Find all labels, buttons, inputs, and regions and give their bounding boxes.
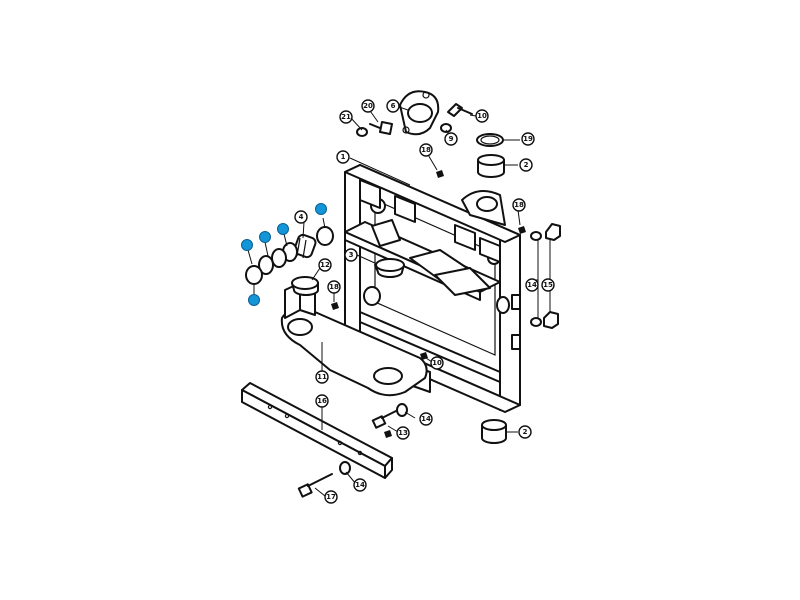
callout-10[interactable]: 10 [475, 109, 489, 123]
callout-label: 21 [341, 113, 351, 121]
highlight-marker[interactable] [248, 294, 260, 306]
callout-3[interactable]: 3 [344, 248, 358, 262]
highlight-markers [241, 203, 327, 306]
bushing-bottom [481, 419, 507, 444]
callout-16[interactable]: 16 [315, 394, 329, 408]
callout-label: 18 [421, 146, 431, 154]
callout-21[interactable]: 21 [339, 110, 353, 124]
callout-label: 4 [299, 213, 304, 221]
callout-20[interactable]: 20 [361, 99, 375, 113]
callout-label: 6 [391, 102, 396, 110]
bolt-13 [371, 403, 408, 429]
bolt-17 [297, 461, 351, 498]
wear-bar [241, 382, 393, 479]
highlight-marker[interactable] [315, 203, 327, 215]
bushing-3 [374, 258, 405, 278]
grease-fittings [331, 170, 526, 438]
callout-label: 11 [317, 373, 327, 381]
callout-label: 12 [320, 261, 330, 269]
callout-label: 18 [514, 201, 524, 209]
callout-label: 20 [363, 102, 373, 110]
highlight-marker[interactable] [259, 231, 271, 243]
callout-14-bottom[interactable]: 14 [353, 478, 367, 492]
callout-10-mid[interactable]: 10 [430, 356, 444, 370]
callout-label: 15 [543, 281, 553, 289]
leader-lines [247, 106, 550, 497]
callout-label: 9 [449, 135, 454, 143]
bushing-top [477, 154, 505, 178]
callout-19[interactable]: 19 [521, 132, 535, 146]
seal-rings [245, 226, 334, 285]
nuts-washers-right [530, 223, 561, 329]
callout-15[interactable]: 15 [541, 278, 555, 292]
callout-13[interactable]: 13 [396, 426, 410, 440]
bushing-12 [291, 276, 319, 296]
bearing-cap [399, 90, 440, 136]
callout-6[interactable]: 6 [386, 99, 400, 113]
highlight-marker[interactable] [241, 239, 253, 251]
callout-12[interactable]: 12 [318, 258, 332, 272]
callout-label: 2 [524, 161, 529, 169]
callout-label: 1 [341, 153, 346, 161]
callout-label: 10 [432, 359, 442, 367]
bolt-10-top [447, 103, 473, 117]
callout-label: 16 [317, 397, 327, 405]
callout-label: 14 [355, 481, 365, 489]
ring-19 [476, 133, 504, 147]
callout-14-right[interactable]: 14 [525, 278, 539, 292]
callout-4[interactable]: 4 [294, 210, 308, 224]
callout-2-bottom[interactable]: 2 [518, 425, 532, 439]
callout-9[interactable]: 9 [444, 132, 458, 146]
callout-14-mid[interactable]: 14 [419, 412, 433, 426]
bolt-20-21 [356, 121, 393, 137]
callout-18-c[interactable]: 18 [327, 280, 341, 294]
callout-11[interactable]: 11 [315, 370, 329, 384]
callout-label: 3 [349, 251, 354, 259]
callout-label: 13 [398, 429, 408, 437]
callout-label: 10 [477, 112, 487, 120]
callout-label: 18 [329, 283, 339, 291]
callout-17[interactable]: 17 [324, 490, 338, 504]
callout-label: 17 [326, 493, 336, 501]
callout-label: 19 [523, 135, 533, 143]
callout-label: 2 [523, 428, 528, 436]
callout-1[interactable]: 1 [336, 150, 350, 164]
callout-label: 14 [421, 415, 431, 423]
highlight-marker[interactable] [277, 223, 289, 235]
callout-2-top[interactable]: 2 [519, 158, 533, 172]
callout-18-b[interactable]: 18 [512, 198, 526, 212]
pin-4 [293, 233, 317, 259]
callout-label: 14 [527, 281, 537, 289]
callout-18-a[interactable]: 18 [419, 143, 433, 157]
washer-9 [440, 123, 452, 133]
